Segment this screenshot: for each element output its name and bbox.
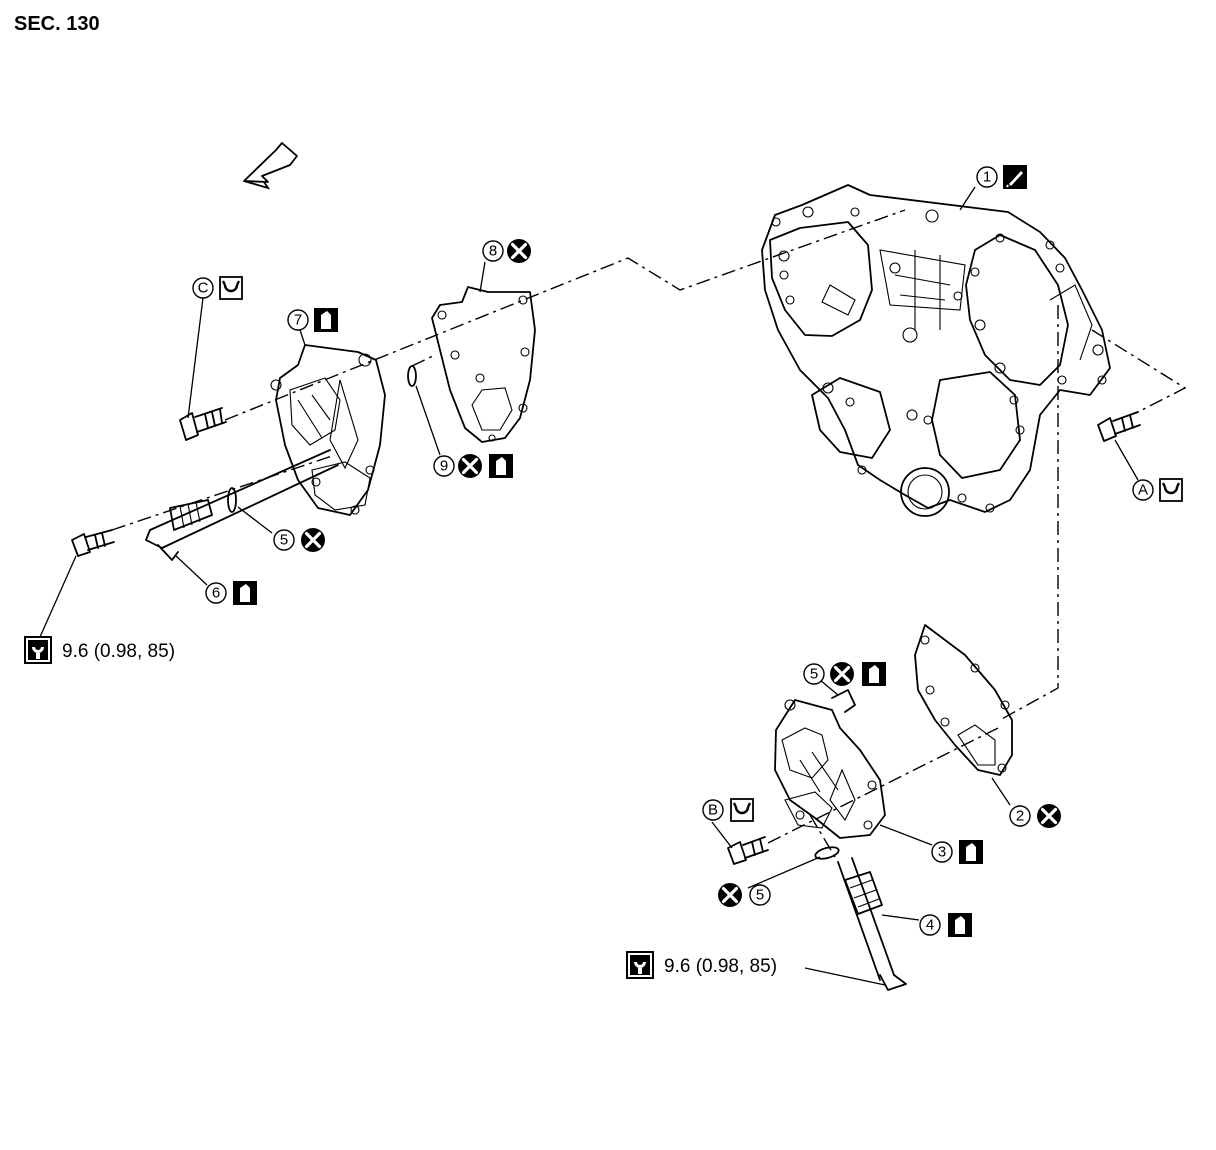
svg-text:6: 6	[212, 585, 220, 602]
callout-part-5-lower: 5	[716, 881, 771, 909]
engine-oil-icon	[959, 840, 983, 864]
callout-part-5-middle: 5	[803, 660, 886, 688]
leader-lines	[39, 186, 1139, 986]
svg-text:9.6 (0.98, 85): 9.6 (0.98, 85)	[62, 641, 175, 662]
engine-front-arrow-icon	[243, 142, 298, 190]
svg-text:8: 8	[489, 243, 497, 260]
do-not-reuse-icon	[828, 660, 856, 688]
bolt-upper-pipe	[71, 529, 115, 557]
engine-oil-icon	[489, 454, 513, 478]
tightening-sequence-icon	[729, 797, 755, 823]
tightening-sequence-icon	[1158, 477, 1184, 503]
do-not-reuse-icon	[1035, 802, 1063, 830]
do-not-reuse-icon	[456, 452, 484, 480]
svg-text:7: 7	[294, 312, 302, 329]
water-pump-cover-upper	[270, 344, 386, 516]
svg-text:9.6 (0.98, 85): 9.6 (0.98, 85)	[664, 956, 777, 977]
callout-part-8: 8	[482, 237, 533, 265]
callout-part-6: 6	[205, 581, 257, 605]
engine-oil-icon	[948, 913, 972, 937]
water-pump-gasket-upper	[431, 286, 536, 443]
callout-part-7: 7	[287, 308, 338, 332]
callout-bolt-b: B	[702, 797, 755, 823]
o-ring-upper	[407, 365, 417, 387]
engine-oil-icon	[862, 662, 886, 686]
torque-spec-upper: 9.6 (0.98, 85)	[24, 636, 175, 664]
bolt-c	[179, 407, 227, 441]
bolt-a	[1097, 411, 1141, 442]
liquid-gasket-icon	[1002, 164, 1028, 190]
svg-text:5: 5	[756, 887, 764, 904]
engine-oil-icon	[314, 308, 338, 332]
callout-part-2: 2	[1009, 802, 1063, 830]
svg-text:4: 4	[926, 917, 934, 934]
svg-text:A: A	[1138, 482, 1148, 499]
callout-bolt-c: C	[192, 275, 244, 301]
section-label: SEC. 130	[14, 13, 100, 35]
torque-spec-lower: 9.6 (0.98, 85)	[626, 951, 777, 979]
svg-text:2: 2	[1016, 808, 1024, 825]
svg-text:B: B	[708, 802, 718, 819]
water-pump-gasket-lower	[914, 624, 1013, 776]
callout-part-3: 3	[931, 840, 983, 864]
do-not-reuse-icon	[716, 881, 744, 909]
svg-text:5: 5	[810, 666, 818, 683]
svg-text:C: C	[198, 280, 209, 297]
svg-text:3: 3	[938, 844, 946, 861]
torque-wrench-icon	[626, 951, 654, 979]
tightening-sequence-icon	[218, 275, 244, 301]
do-not-reuse-icon	[505, 237, 533, 265]
engine-oil-icon	[233, 581, 257, 605]
o-ring-upper-5	[227, 487, 237, 513]
bolt-b	[727, 836, 769, 865]
torque-wrench-icon	[24, 636, 52, 664]
front-timing-chain-case	[761, 184, 1111, 517]
svg-text:9: 9	[440, 458, 448, 475]
water-pump-cover-lower	[774, 689, 886, 839]
callout-part-5-upper: 5	[273, 526, 327, 554]
water-inlet-pipe-upper	[145, 449, 339, 561]
callout-part-4: 4	[919, 913, 972, 937]
callout-bolt-a: A	[1132, 477, 1184, 503]
do-not-reuse-icon	[299, 526, 327, 554]
alignment-lines	[111, 209, 1187, 863]
water-inlet-pipe-lower	[837, 857, 907, 991]
svg-text:1: 1	[983, 169, 991, 186]
callout-part-9: 9	[433, 452, 513, 480]
svg-text:5: 5	[280, 532, 288, 549]
callout-part-1: 1	[976, 164, 1028, 190]
o-ring-lower	[814, 846, 840, 860]
